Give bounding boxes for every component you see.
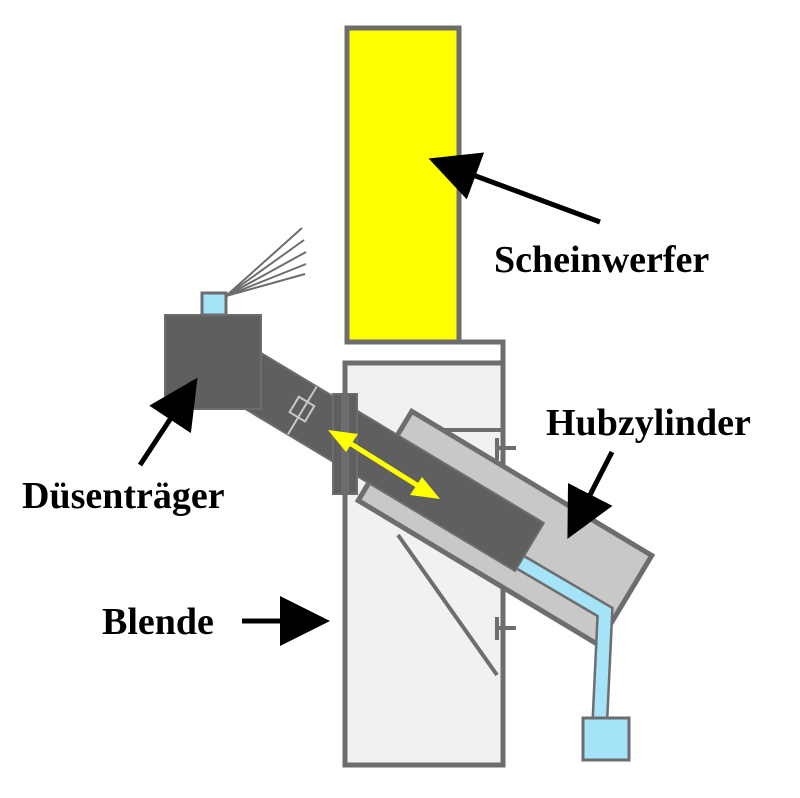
nozzle-tip xyxy=(200,291,228,317)
pointer-lift-cylinder xyxy=(567,450,615,539)
pointer-arrows xyxy=(137,152,615,646)
label-cover: Blende xyxy=(102,601,214,643)
motion-arrow xyxy=(328,430,440,499)
headlight xyxy=(344,25,462,345)
nozzle-carrier xyxy=(164,314,262,410)
label-nozzle-carrier: Düsenträger xyxy=(22,475,225,517)
water-hose xyxy=(503,547,631,762)
label-headlight: Scheinwerfer xyxy=(494,239,709,281)
pointer-headlight xyxy=(428,152,601,225)
spray-jets xyxy=(225,227,307,297)
label-lift-cylinder: Hubzylinder xyxy=(546,402,751,444)
telescopic-tube xyxy=(230,351,546,573)
hose-connector xyxy=(581,716,631,762)
pointer-nozzle-carrier xyxy=(137,377,198,467)
housing-top-outline xyxy=(459,339,506,364)
